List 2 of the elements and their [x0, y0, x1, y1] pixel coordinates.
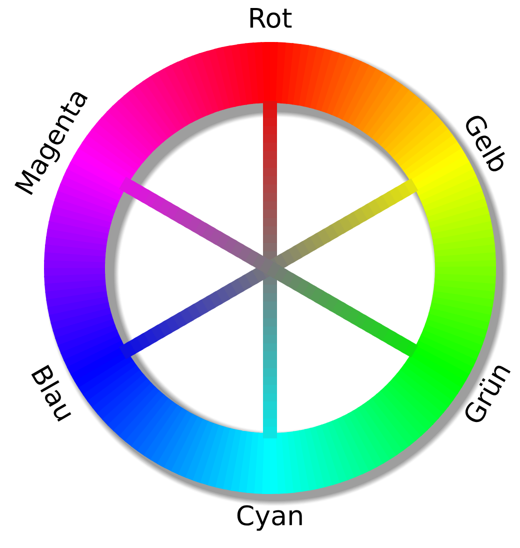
color-label: Cyan	[237, 505, 302, 531]
color-label: Rot	[250, 8, 292, 28]
